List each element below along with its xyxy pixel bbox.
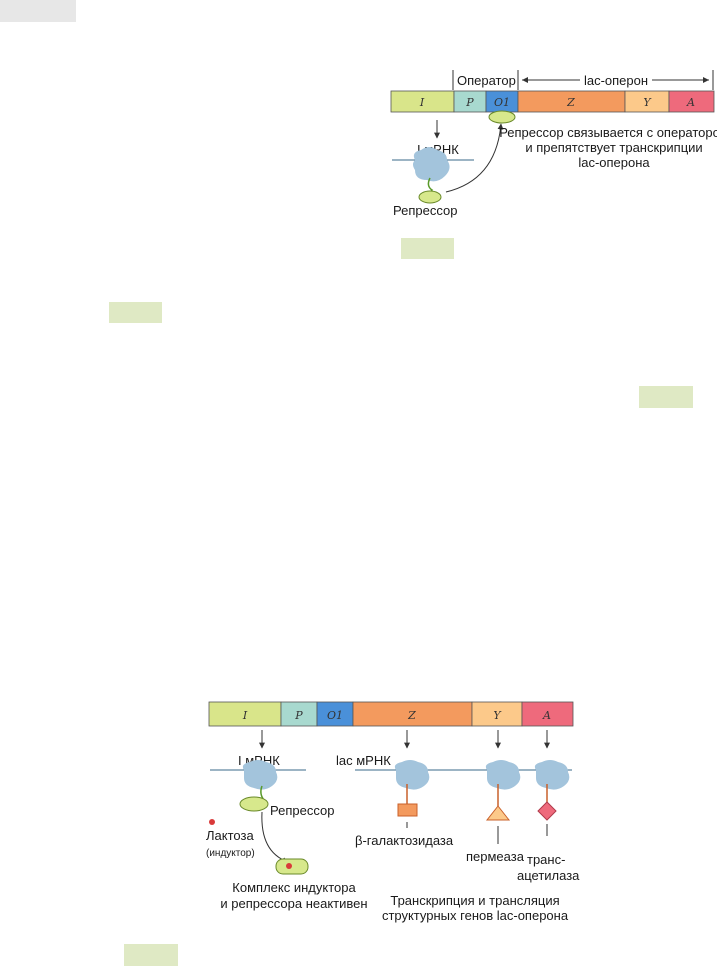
transcription-line-2: структурных генов lac-оперона	[382, 908, 569, 923]
transacetylase-line-2: ацетилаза	[517, 868, 580, 883]
repressor-icon	[418, 190, 442, 204]
b-gene-z-block	[352, 701, 473, 727]
complex-line-2: и репрессора неактивен	[220, 896, 367, 911]
top-repressor-label: Репрессор	[393, 203, 457, 218]
bound-repressor-icon	[488, 110, 516, 124]
gene-i-label: I	[419, 96, 425, 109]
b-repressor-icon	[239, 796, 269, 812]
permease-label: пермеаза	[466, 849, 525, 864]
b-lac-mrna-label: lac мРНК	[336, 753, 391, 768]
green-marker-4	[124, 944, 178, 966]
b-gene-i-label: I	[242, 709, 248, 722]
gene-y-label: Y	[643, 96, 652, 109]
b-repressor-label: Репрессор	[270, 803, 334, 818]
b-gene-z-label: Z	[407, 709, 416, 722]
top-caption-line-3: lac-оперона	[578, 155, 650, 170]
gene-a-label: A	[686, 96, 695, 109]
top-caption-line-1: Репрессор связывается с оператором	[499, 125, 717, 140]
b-gene-y-block	[471, 701, 523, 727]
b-gene-i-block	[208, 701, 282, 727]
green-marker-1	[401, 238, 454, 259]
gene-a-block	[668, 90, 715, 113]
b-gene-a-label: A	[542, 709, 551, 722]
b-gene-o1-label: O1	[327, 709, 343, 722]
green-marker-3	[639, 386, 693, 408]
transacetylase-line-1: транс-	[527, 852, 565, 867]
b-gene-o1-block	[316, 701, 354, 727]
b-ribosome-y-icon	[485, 760, 521, 790]
b-ribosome-z-icon	[394, 760, 430, 790]
gene-p-label: P	[465, 96, 474, 109]
top-diagram: Оператор lac-оперон I P O1 Z Y A I мРНК …	[390, 70, 717, 218]
permease-icon	[485, 805, 511, 821]
beta-gal-label: β-галактозидаза	[355, 833, 454, 848]
operator-label: Оператор	[457, 73, 516, 88]
top-left-placeholder	[0, 0, 76, 22]
b-gene-y-label: Y	[493, 709, 502, 722]
lactose-label: Лактоза	[206, 828, 254, 843]
b-gene-p-label: P	[294, 709, 303, 722]
complex-line-1: Комплекс индуктора	[232, 880, 356, 895]
b-gene-a-block	[521, 701, 574, 727]
inducer-label: (индуктор)	[206, 848, 255, 859]
complex-icon	[275, 858, 309, 875]
transacetylase-icon	[537, 801, 557, 821]
gene-z-label: Z	[566, 96, 575, 109]
beta-gal-icon	[397, 803, 418, 817]
green-marker-2	[109, 302, 162, 323]
lactose-icon	[209, 819, 215, 825]
top-caption-line-2: и препятствует транскрипции	[525, 140, 702, 155]
bottom-diagram: I P O1 Z Y A I мРНК lac мРНК Репрессор Л…	[206, 701, 580, 923]
b-ribosome-i-icon	[242, 760, 278, 790]
ribosome-icon	[413, 147, 450, 182]
lac-operon-label: lac-оперон	[584, 73, 648, 88]
transcription-line-1: Транскрипция и трансляция	[390, 893, 559, 908]
gene-o1-label: O1	[494, 96, 510, 109]
b-ribosome-a-icon	[534, 760, 570, 790]
